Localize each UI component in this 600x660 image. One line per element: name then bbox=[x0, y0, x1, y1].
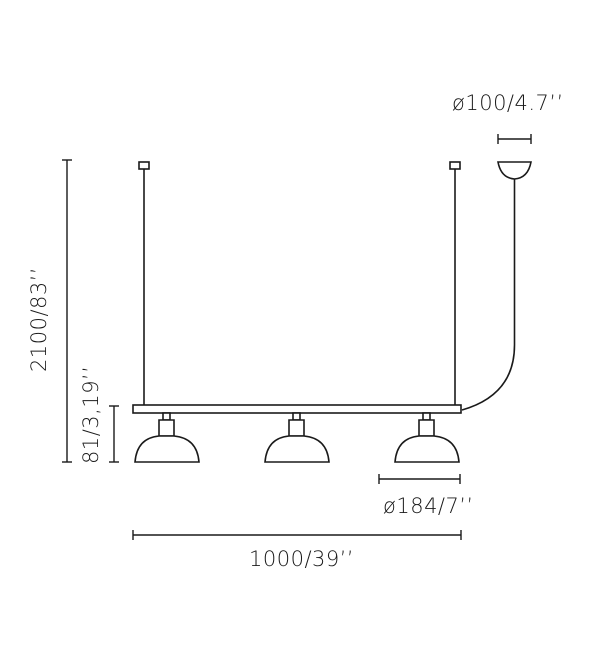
lamp-shade-3 bbox=[394, 412, 460, 463]
ceiling-anchor-left bbox=[138, 161, 150, 405]
lamp-height-label: 81/3,19’’ bbox=[79, 366, 103, 464]
ceiling-canopy bbox=[497, 161, 532, 180]
power-cable bbox=[461, 179, 516, 411]
total-width-label: 1000/39’’ bbox=[249, 547, 354, 571]
total-height-label: 2100/83’’ bbox=[27, 267, 51, 372]
dimension-total-width: 1000/39’’ bbox=[132, 530, 462, 571]
canopy-diameter-label: ø100/4.7’’ bbox=[452, 91, 564, 115]
lamp-bar bbox=[132, 404, 462, 414]
lamp-shade-1 bbox=[134, 412, 200, 463]
dimension-shade: ø184/7’’ bbox=[378, 474, 474, 518]
dimension-canopy: ø100/4.7’’ bbox=[452, 91, 564, 144]
dimension-lamp-height: 81/3,19’’ bbox=[79, 366, 119, 464]
ceiling-anchor-right bbox=[449, 161, 461, 405]
shade-diameter-label: ø184/7’’ bbox=[383, 494, 474, 518]
lamp-shade-2 bbox=[264, 412, 330, 463]
dimension-total-height: 2100/83’’ bbox=[27, 159, 72, 463]
